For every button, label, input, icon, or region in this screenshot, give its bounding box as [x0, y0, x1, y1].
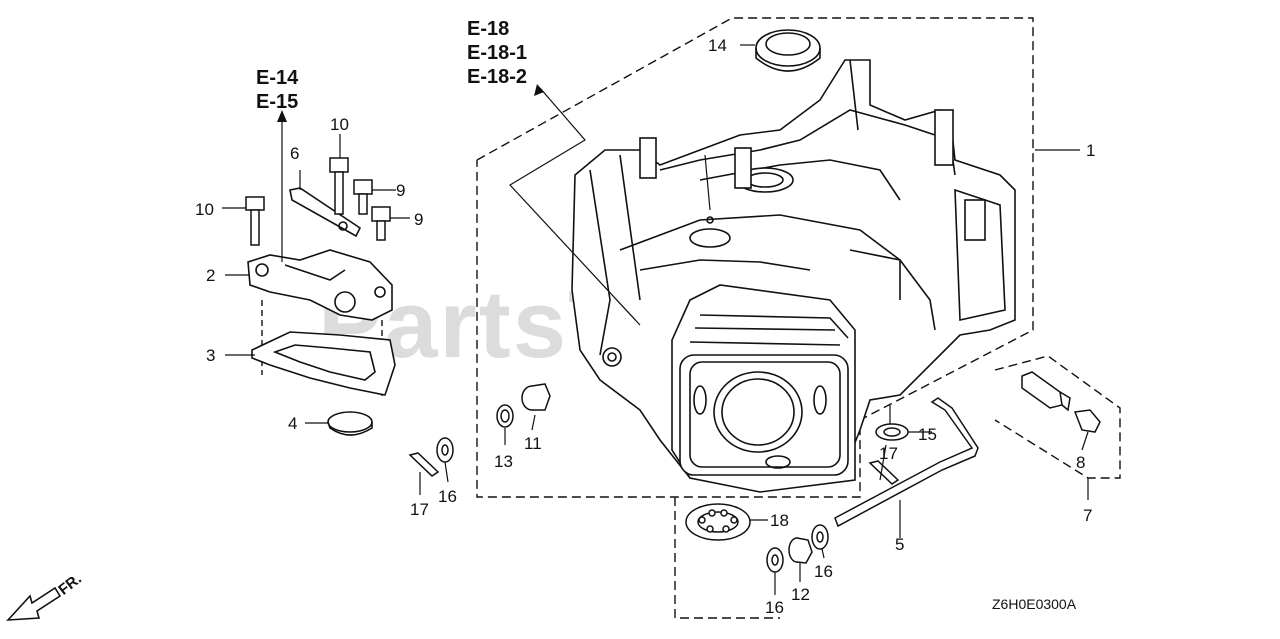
callout-5: 5 [895, 535, 905, 554]
callout-3: 3 [206, 346, 216, 365]
dashed-group-7 [994, 355, 1121, 479]
callout-16-left: 16 [438, 487, 457, 506]
callout-10-upper: 10 [330, 115, 349, 134]
bolts [245, 157, 391, 246]
callout-17-right: 17 [879, 444, 898, 463]
small-parts [408, 383, 900, 573]
bearing [685, 503, 751, 541]
callout-7: 7 [1083, 506, 1093, 525]
callout-15: 15 [918, 425, 937, 444]
callout-9-lower: 9 [414, 210, 424, 229]
oil-level-rod [834, 397, 979, 528]
callout-2: 2 [206, 266, 216, 285]
callout-14: 14 [708, 36, 727, 55]
callout-13: 13 [494, 452, 513, 471]
reed-valve [289, 187, 362, 238]
dashed-group-outline [476, 17, 1034, 498]
dashed-leader-lower [674, 497, 780, 619]
arrow-head-e14 [277, 110, 287, 122]
callout-10-left: 10 [195, 200, 214, 219]
arrow-head-e18 [534, 84, 544, 96]
ref-e18: E-18 [467, 18, 510, 40]
breather-cover [247, 249, 393, 321]
cap [327, 411, 373, 436]
ref-e18-1: E-18-1 [467, 42, 528, 64]
ref-e15: E-15 [256, 91, 299, 113]
callout-18: 18 [770, 511, 789, 530]
ref-e18-2: E-18-2 [467, 66, 528, 88]
oil-switch [1021, 371, 1101, 433]
callout-11: 11 [524, 434, 542, 453]
leader-lines [222, 44, 1089, 595]
callout-16-bottom: 16 [765, 598, 784, 617]
callout-6: 6 [290, 144, 300, 163]
crankcase [571, 59, 1016, 493]
callout-9-upper: 9 [396, 181, 406, 200]
breather-gasket [251, 331, 396, 396]
oil-seal [755, 29, 821, 72]
callout-17-left: 17 [410, 500, 429, 519]
front-arrow-icon [6, 586, 62, 621]
drawing-code: Z6H0E0300A [992, 596, 1077, 612]
ref-e14: E-14 [256, 67, 299, 89]
callout-16-right: 16 [814, 562, 833, 581]
callout-8: 8 [1076, 453, 1086, 472]
callout-12: 12 [791, 585, 810, 604]
callout-1: 1 [1086, 141, 1096, 160]
o-ring [875, 423, 909, 441]
callout-4: 4 [288, 414, 298, 433]
